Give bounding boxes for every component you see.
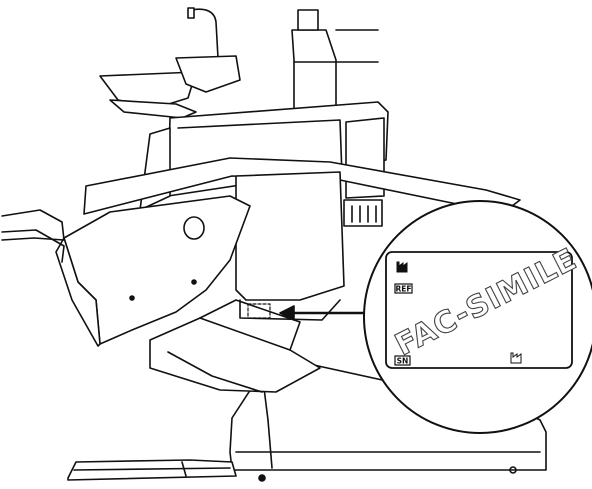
sn-label: SN — [397, 357, 409, 366]
water-unit-tower — [291, 9, 379, 111]
headrest — [1, 209, 65, 263]
ref-symbol: REF — [394, 283, 413, 294]
cup-filler-spout — [175, 7, 241, 93]
ref-label: REF — [395, 285, 411, 294]
foot-pedal — [67, 459, 237, 481]
label-location-marker — [247, 303, 271, 319]
manufacturer-icon — [396, 261, 408, 273]
chair-seat — [55, 195, 251, 347]
cuspidor-bowl — [99, 71, 197, 119]
lift-column — [149, 299, 321, 393]
callout-arrow — [279, 305, 374, 321]
date-of-manufacture-icon — [510, 352, 522, 364]
cabinet-housing — [235, 171, 345, 321]
sn-symbol: SN — [394, 355, 411, 366]
label-plate — [385, 251, 573, 369]
